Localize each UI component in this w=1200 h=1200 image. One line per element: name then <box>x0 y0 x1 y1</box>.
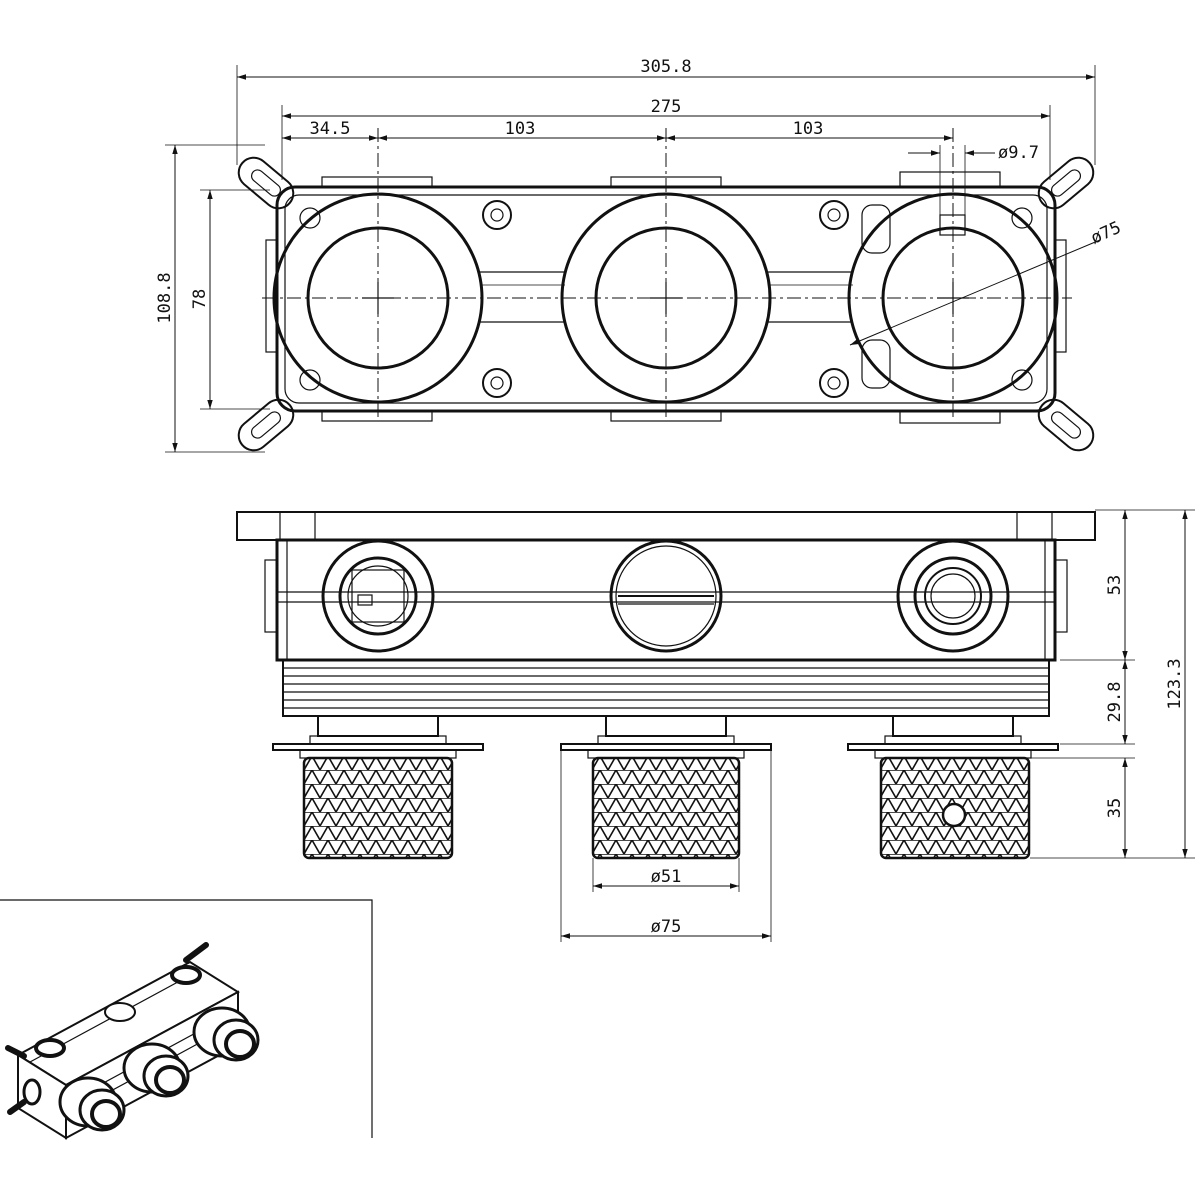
mounting-ear-bottom-left <box>237 398 295 452</box>
dim-body-height: 53 <box>1105 575 1125 595</box>
iso-knob-right <box>192 1006 260 1062</box>
dim-knob-height: 35 <box>1105 798 1125 818</box>
isometric-inset <box>0 899 373 1140</box>
top-view: 305.8 275 34.5 103 103 ø9.7 ø75 108.8 78 <box>155 57 1124 453</box>
iso-knob-center <box>122 1042 190 1098</box>
side-port-right <box>896 539 1010 653</box>
dim-left-offset: 34.5 <box>310 119 351 139</box>
side-port-left <box>321 539 435 653</box>
dim-overall-height: 108.8 <box>155 272 175 323</box>
knob-left <box>302 756 454 860</box>
stem-center <box>560 715 772 759</box>
dim-ring-diameter: ø75 <box>1088 218 1124 249</box>
dim-knob-diameter: ø51 <box>651 867 682 887</box>
thread-section <box>282 659 1050 717</box>
mounting-ear-top-right <box>1037 156 1095 210</box>
dim-overall-width: 305.8 <box>640 57 691 77</box>
side-port-center <box>609 539 723 653</box>
dim-hole-diameter: ø9.7 <box>998 143 1039 163</box>
iso-knob-left <box>58 1076 126 1132</box>
side-view: 53 29.8 123.3 35 ø51 ø75 <box>236 509 1195 942</box>
screw-holes <box>299 200 1033 398</box>
dim-inner-width: 275 <box>651 97 682 117</box>
valve-body <box>275 538 1057 662</box>
dim-spacing-left: 103 <box>505 119 536 139</box>
isometric-product-illustration <box>5 942 260 1140</box>
dim-flange-diameter: ø75 <box>651 917 682 937</box>
mounting-ear-top-left <box>237 156 295 210</box>
dim-inner-height: 78 <box>190 289 210 309</box>
mounting-ear-bottom-right <box>1037 398 1095 452</box>
dim-spacing-right: 103 <box>793 119 824 139</box>
knob-center <box>591 756 741 860</box>
dim-thread-height: 29.8 <box>1105 682 1125 723</box>
dim-total-height: 123.3 <box>1165 658 1185 709</box>
knob-indicator-dot <box>941 802 967 828</box>
stem-left <box>272 715 484 759</box>
stem-right <box>847 715 1059 759</box>
